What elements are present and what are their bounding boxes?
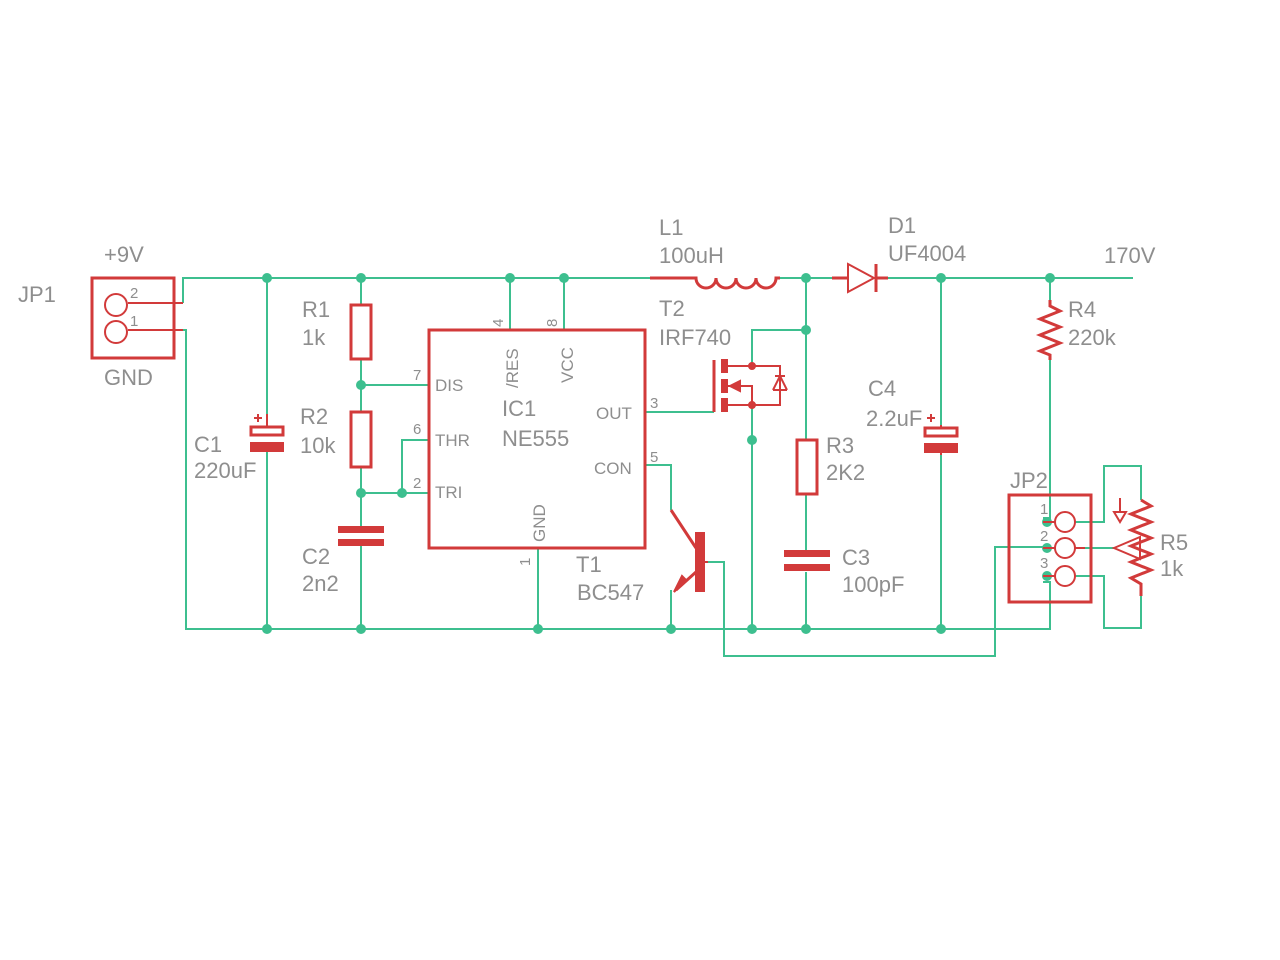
r1-value: 1k: [302, 325, 326, 350]
c1-name: C1: [194, 432, 222, 457]
d1-diode: D1 UF4004: [832, 213, 966, 294]
c1-capacitor: C1 220uF: [194, 414, 285, 483]
wire-gnd-rail: [183, 329, 1051, 630]
ic1-name: IC1: [502, 396, 536, 421]
c3-name: C3: [842, 545, 870, 570]
junction-dot: [747, 624, 757, 634]
jp1-pin1-number: 1: [130, 313, 138, 330]
ic1-pin-dis-number: 7: [413, 367, 421, 384]
c4-value: 2.2uF: [866, 406, 922, 431]
ic1-value: NE555: [502, 426, 569, 451]
junction-dot: [936, 624, 946, 634]
jp2-name: JP2: [1010, 468, 1048, 493]
t1-transistor: T1 BC547: [576, 509, 708, 605]
c1-value: 220uF: [194, 458, 256, 483]
ic1-ne555: IC1 NE555 DIS 7 THR 6 TRI 2 /RES 4 VCC 8…: [413, 319, 658, 566]
c4-name: C4: [868, 376, 896, 401]
ic1-pin-res-label: /RES: [503, 348, 522, 388]
t1-name: T1: [576, 552, 602, 577]
junctions: [262, 273, 1055, 634]
ic1-pin-tri-label: TRI: [435, 483, 462, 502]
junction-dot: [356, 380, 366, 390]
r4-name: R4: [1068, 297, 1096, 322]
r1-name: R1: [302, 297, 330, 322]
wire-vin-rail: [182, 277, 650, 303]
l1-name: L1: [659, 215, 683, 240]
ic1-pin-thr-label: THR: [435, 431, 470, 450]
d1-name: D1: [888, 213, 916, 238]
junction-dot: [936, 273, 946, 283]
ic1-pin-vcc-label: VCC: [558, 347, 577, 383]
ic1-pin-gnd-number: 1: [517, 558, 534, 566]
t2-value: IRF740: [659, 325, 731, 350]
d1-value: UF4004: [888, 241, 966, 266]
junction-dot: [262, 273, 272, 283]
c3-value: 100pF: [842, 572, 904, 597]
jp2-pin3-number: 3: [1040, 555, 1048, 572]
junction-dot: [356, 273, 366, 283]
jp1-pin2-number: 2: [130, 285, 138, 302]
r3-name: R3: [826, 433, 854, 458]
c2-value: 2n2: [302, 571, 339, 596]
r3-value: 2K2: [826, 460, 865, 485]
jp2-connector: 1 2 3 JP2: [1007, 468, 1093, 604]
r4-resistor: R4 220k: [1035, 297, 1117, 360]
junction-dot: [747, 435, 757, 445]
t2-name: T2: [659, 296, 685, 321]
jp1-name: JP1: [18, 282, 56, 307]
junction-dot: [1045, 273, 1055, 283]
r5-value: 1k: [1160, 556, 1184, 581]
wire-t1-collector: [708, 546, 1043, 657]
ic1-pin-tri-number: 2: [413, 475, 421, 492]
wire-res-vcc: [509, 278, 565, 330]
net-vin-label: +9V: [104, 242, 144, 267]
junction-dot: [559, 273, 569, 283]
junction-dot: [397, 488, 407, 498]
junction-dot: [666, 624, 676, 634]
junction-dot: [356, 624, 366, 634]
junction-dot: [505, 273, 515, 283]
junction-dot: [262, 624, 272, 634]
ic1-pin-con-label: CON: [594, 459, 632, 478]
wire-con-t1: [645, 464, 672, 510]
r5-name: R5: [1160, 530, 1188, 555]
r5-trimmer: R5 1k: [1111, 498, 1188, 596]
ic1-pin-res-number: 4: [490, 319, 507, 327]
t2-mosfet: T2 IRF740: [659, 296, 788, 412]
c2-name: C2: [302, 544, 330, 569]
r1-resistor: R1 1k: [302, 297, 373, 361]
ic1-pin-dis-label: DIS: [435, 376, 463, 395]
ic1-pin-vcc-number: 8: [544, 319, 561, 327]
jp2-pin1-number: 1: [1040, 501, 1048, 518]
c4-capacitor: C4 2.2uF: [866, 376, 959, 455]
ic1-pin-out-number: 3: [650, 395, 658, 412]
l1-inductor: L1 100uH: [650, 215, 780, 290]
jp2-pin2-number: 2: [1040, 528, 1048, 545]
junction-dot: [356, 488, 366, 498]
ic1-pin-con-number: 5: [650, 449, 658, 466]
junction-dot: [533, 624, 543, 634]
t1-value: BC547: [577, 580, 644, 605]
net-hv-label: 170V: [1104, 243, 1156, 268]
r4-value: 220k: [1068, 325, 1117, 350]
junction-dot: [801, 325, 811, 335]
junction-dot: [801, 273, 811, 283]
jp1-connector: 2 1 JP1 +9V GND: [18, 242, 183, 390]
r2-name: R2: [300, 404, 328, 429]
ic1-pin-thr-number: 6: [413, 421, 421, 438]
wire-thr-tri: [361, 439, 429, 494]
wire-drain: [751, 277, 832, 629]
l1-value: 100uH: [659, 243, 724, 268]
c2-capacitor: C2 2n2: [302, 526, 384, 596]
net-gnd-label: GND: [104, 365, 153, 390]
ic1-pin-out-label: OUT: [596, 404, 632, 423]
r2-value: 10k: [300, 433, 336, 458]
r2-resistor: R2 10k: [300, 404, 373, 469]
ic1-pin-gnd-label: GND: [530, 504, 549, 542]
junction-dot: [801, 624, 811, 634]
r3-resistor: R3 2K2: [795, 433, 865, 496]
c3-capacitor: C3 100pF: [784, 545, 904, 597]
